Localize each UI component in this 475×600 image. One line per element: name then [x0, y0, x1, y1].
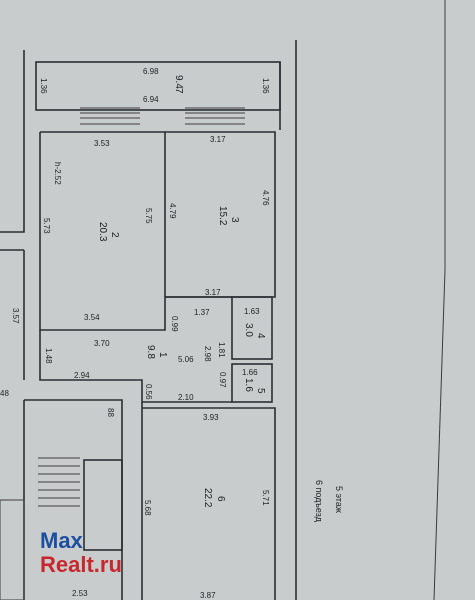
- dim-label: 3.17: [210, 135, 226, 144]
- dim-label: 3.57: [11, 308, 20, 324]
- dim-label: 1.63: [244, 307, 260, 316]
- neighbor-block: [0, 499, 25, 600]
- floor-label: 5 этаж: [334, 486, 344, 513]
- dim-label: 0.56: [144, 384, 153, 400]
- room-1-number: 1: [157, 352, 168, 358]
- room-4-outline: [231, 296, 273, 360]
- room-2-outline: [39, 131, 166, 331]
- watermark-realt: Realt.ru: [40, 552, 122, 577]
- elevator-shaft: [83, 459, 123, 551]
- dim-label: 6.94: [143, 95, 159, 104]
- dim-label: 6.98: [143, 67, 159, 76]
- dim-label: 3.17: [205, 288, 221, 297]
- dim-label: h-2.52: [53, 162, 62, 185]
- dim-label: 0.99: [170, 316, 179, 332]
- room-2-number: 2: [109, 232, 120, 238]
- room-6-area: 22.2: [202, 488, 213, 508]
- dim-label: 0.97: [218, 372, 227, 388]
- sheet-edge-line: [433, 269, 446, 600]
- dim-label: 3.70: [94, 339, 110, 348]
- dim-label: 4.79: [168, 203, 177, 219]
- dim-label: 4.76: [261, 190, 270, 206]
- room-4-area: 3.0: [243, 323, 254, 337]
- room-1-area: 9.8: [145, 345, 156, 359]
- dim-label: 3.54: [84, 313, 100, 322]
- dim-label: 1.81: [217, 342, 226, 358]
- dim-label: 1.48: [44, 348, 53, 364]
- dim-label: 3.53: [94, 139, 110, 148]
- room-7-number: 7: [173, 88, 184, 94]
- room-4-number: 4: [255, 333, 266, 339]
- dim-label: 3.93: [203, 413, 219, 422]
- dim-label: 2.53: [72, 589, 88, 598]
- dim-label: 48: [0, 389, 9, 398]
- room-2-area: 20.3: [97, 222, 108, 242]
- dim-label: 5.73: [42, 218, 51, 234]
- dim-label: 88: [106, 408, 115, 417]
- room-6-outline: [142, 407, 276, 600]
- room-5-outline: [231, 363, 273, 403]
- room-5-number: 5: [255, 388, 266, 394]
- dim-label: 5.06: [178, 355, 194, 364]
- dim-label: 2.94: [74, 371, 90, 380]
- watermark-max: Max: [40, 528, 84, 553]
- dim-label: 5.68: [143, 500, 152, 516]
- dim-label: 5.71: [261, 490, 270, 506]
- room-1-outline: [39, 330, 232, 403]
- room-3-area: 15.2: [217, 206, 228, 226]
- dim-label: 1.37: [194, 308, 210, 317]
- room-3-number: 3: [229, 217, 240, 223]
- dim-label: 5.75: [144, 208, 153, 224]
- dim-label: 1.66: [242, 368, 258, 377]
- dim-label: 1.36: [39, 78, 48, 94]
- dim-label: 2.10: [178, 393, 194, 402]
- room-5-area: 1.6: [243, 378, 254, 392]
- room-6-number: 6: [215, 496, 226, 502]
- dim-label: 3.87: [200, 591, 216, 600]
- dim-label: 1.36: [261, 78, 270, 94]
- dim-label: 2.98: [203, 346, 212, 362]
- room-7-area: 9.4: [173, 75, 184, 89]
- entrance-label: 6 подъезд: [314, 480, 324, 523]
- outer-wall: [0, 50, 25, 233]
